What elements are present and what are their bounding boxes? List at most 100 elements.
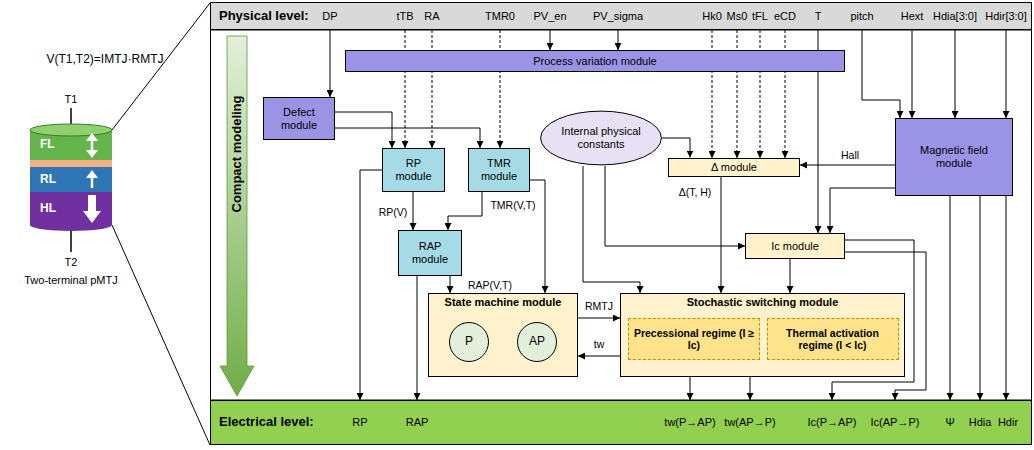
output-name: Ic(AP→P) <box>871 416 920 429</box>
node-text: FL <box>40 138 55 152</box>
node-text: Thermal activation regime (I < Ic) <box>772 327 894 351</box>
node-text: AP <box>529 335 545 349</box>
parameter-wire <box>405 30 406 148</box>
layer-label: HL <box>30 192 112 225</box>
parameter-name: TMR0 <box>485 10 515 23</box>
output-name: Ic(P→AP) <box>808 416 857 429</box>
module-box: State machine moduleP AP <box>428 293 578 377</box>
edge-label: Hall <box>839 149 861 161</box>
connector-arrow <box>750 377 751 400</box>
output-name: RP <box>352 416 367 429</box>
parameter-name: pitch <box>850 10 873 23</box>
connector-arrow <box>950 196 951 400</box>
connector-arrow <box>583 166 640 293</box>
barrier-layer <box>30 160 112 167</box>
parameter-name: Hdir[3:0] <box>985 10 1027 23</box>
parameter-name: Hdia[3:0] <box>933 10 977 23</box>
parameter-name: T <box>815 10 822 23</box>
edge-label: Δ(T, H) <box>677 186 714 198</box>
connector-arrow <box>360 170 382 400</box>
edge-label: RP(V) <box>377 206 410 218</box>
terminal-name: T2 <box>65 256 78 269</box>
node-text: Defect module <box>269 106 329 131</box>
flow-arrow-shape <box>220 36 254 396</box>
parameter-wire <box>500 30 501 148</box>
parameter-name: RA <box>424 10 439 23</box>
module-box: Defect module <box>263 97 335 140</box>
connector-arrow <box>417 276 418 400</box>
terminal-wire <box>70 108 72 124</box>
node-text: Electrical level: <box>219 415 314 430</box>
parameter-wire <box>1006 30 1007 118</box>
connector-arrow <box>335 128 480 148</box>
output-name: tw(AP→P) <box>724 416 775 429</box>
magnet-arrow <box>86 133 98 158</box>
terminal-name: T1 <box>65 93 78 106</box>
module-box: Stochastic switching modulePrecessional … <box>620 293 905 377</box>
node-text: Compact modeling <box>230 95 245 212</box>
flow-arrow: Compact modeling <box>220 36 254 396</box>
parameter-wire <box>432 30 433 148</box>
module-box: Magnetic field module <box>895 118 1013 196</box>
magnet-arrow <box>91 177 94 188</box>
connector-arrow <box>578 356 620 357</box>
edge-label: RAP(V,T) <box>466 279 514 291</box>
node-text: State machine module <box>445 296 562 309</box>
zoom-line <box>112 3 210 445</box>
module-box: Δ module <box>668 158 800 177</box>
parameter-wire <box>862 30 900 118</box>
layer-label: FL <box>30 130 112 160</box>
model-frame <box>211 30 1032 400</box>
output-name: Hdia <box>969 416 992 429</box>
flow-arrow-shape <box>220 36 254 396</box>
reference-layer <box>30 167 112 192</box>
node-text: Precessional regime (I ≥ Ic) <box>633 327 755 351</box>
connector-arrow <box>830 188 895 233</box>
node-text: Physical level: <box>219 9 309 24</box>
connector-arrow <box>450 276 451 293</box>
node-text: Δ module <box>711 161 757 174</box>
edge-label: RMTJ <box>583 300 615 312</box>
parameter-wire <box>912 30 913 118</box>
magnet-arrow <box>83 195 101 223</box>
parameter-name: Ms0 <box>727 10 748 23</box>
parameter-name: DP <box>322 10 337 23</box>
connector-arrow <box>690 377 691 400</box>
magnet-arrow <box>86 170 98 178</box>
terminal-wire <box>70 231 72 252</box>
node-text: RP module <box>390 157 438 182</box>
connector-arrow <box>980 196 981 400</box>
connector-arrow <box>530 180 545 293</box>
equation: V(T1,T2)=IMTJ·RMTJ <box>47 53 164 67</box>
node-text: RAP module <box>406 240 454 265</box>
module-box: RAP module <box>398 230 462 276</box>
output-name: Hdir <box>998 416 1018 429</box>
module-box: RP module <box>382 148 445 192</box>
connector-arrow <box>605 166 745 246</box>
parameter-wire <box>955 30 956 118</box>
connector-arrow <box>721 177 722 294</box>
state-circle: P <box>449 322 489 362</box>
parameter-name: tFL <box>752 10 768 23</box>
parameter-wire <box>550 30 551 50</box>
node-text: P <box>465 335 473 349</box>
parameter-name: PV_en <box>533 10 566 23</box>
parameter-name: eCD <box>774 10 796 23</box>
parameter-name: PV_sigma <box>593 10 643 23</box>
hard-layer <box>30 192 112 225</box>
connector-arrow <box>578 318 620 319</box>
connector-arrow <box>448 192 482 230</box>
parameter-name: tTB <box>396 10 413 23</box>
regime-box: Thermal activation regime (I < Ic) <box>767 318 899 360</box>
parameter-wire <box>618 30 619 50</box>
device-name: Two-terminal pMTJ <box>24 274 118 287</box>
output-name: Ψ <box>945 416 954 429</box>
node-text: TMR module <box>475 157 523 182</box>
regime-box: Precessional regime (I ≥ Ic) <box>628 318 760 360</box>
state-circle: AP <box>517 322 557 362</box>
parameter-name: Hk0 <box>702 10 722 23</box>
edge-label: tw <box>592 338 607 350</box>
module-box: Ic module <box>745 233 845 259</box>
module-box: Process variation module <box>345 50 845 72</box>
free-layer-top <box>30 124 112 136</box>
